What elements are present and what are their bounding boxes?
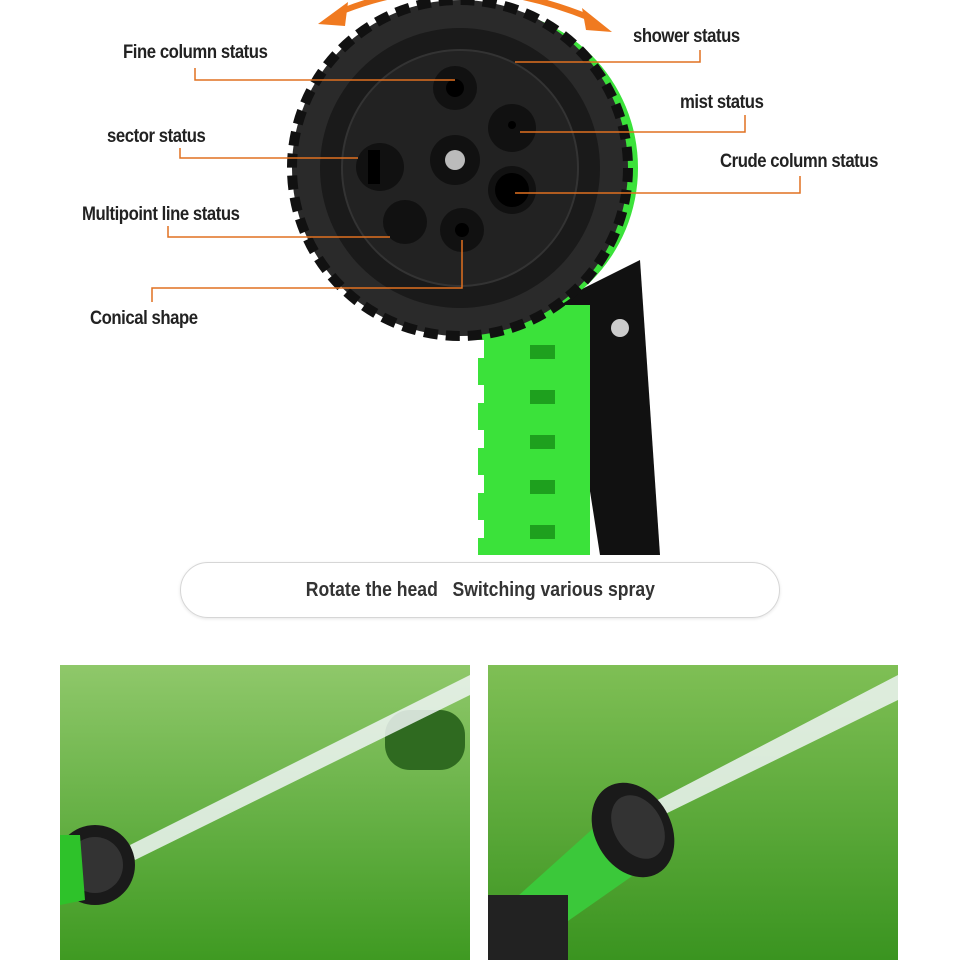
label-fine-column: Fine column status: [123, 42, 268, 63]
leader-lines: [151, 50, 801, 302]
nozzle-diagram: [151, 0, 801, 555]
label-mist: mist status: [680, 92, 764, 113]
rotate-arrows-icon: [318, 0, 612, 32]
caption-text: Rotate the head Switching various spray: [305, 578, 655, 601]
label-crude-column: Crude column status: [720, 151, 878, 172]
label-conical: Conical shape: [90, 308, 198, 329]
photo-right: [488, 665, 898, 960]
caption-pill: Rotate the head Switching various spray: [180, 562, 780, 618]
label-shower: shower status: [633, 26, 740, 47]
nozzle-head: [287, 0, 638, 341]
handle: [456, 260, 660, 555]
photo-left: [60, 665, 470, 960]
label-sector: sector status: [107, 126, 206, 147]
label-multipoint-line: Multipoint line status: [82, 204, 240, 225]
